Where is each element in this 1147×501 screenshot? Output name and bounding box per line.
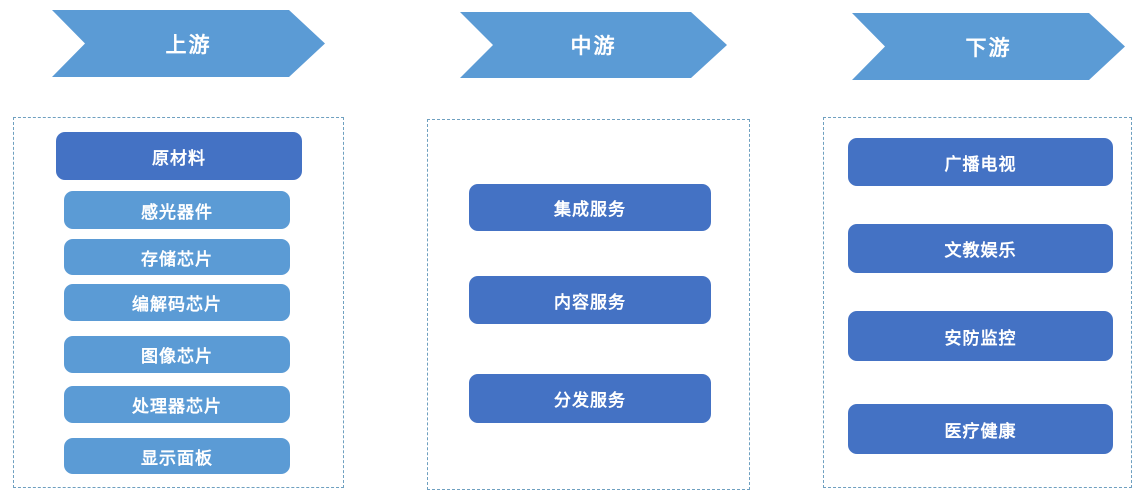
stage-arrow-upstream: 上游 [52,10,325,77]
upstream-group-box: 原材料 感光器件 存储芯片 编解码芯片 图像芯片 处理器芯片 显示面板 [13,117,344,488]
stage-arrow-upstream-label: 上游 [165,33,212,57]
chain-node-medical-health: 医疗健康 [848,404,1113,454]
stage-arrow-midstream: 中游 [460,12,727,78]
chain-node-codec-chip: 编解码芯片 [64,284,290,321]
chain-node-processor-chip: 处理器芯片 [64,386,290,423]
stage-arrow-downstream-label: 下游 [965,36,1012,60]
chain-node-display-panel: 显示面板 [64,438,290,474]
midstream-group-box: 集成服务 内容服务 分发服务 [427,119,750,490]
chain-node-image-chip: 图像芯片 [64,336,290,373]
chain-node-distribution-service: 分发服务 [469,374,711,423]
stage-arrow-midstream-label: 中游 [570,35,617,58]
chain-node-broadcast-tv: 广播电视 [848,138,1113,186]
chain-node-security-monitoring: 安防监控 [848,311,1113,361]
downstream-group-box: 广播电视 文教娱乐 安防监控 医疗健康 [823,117,1132,488]
chain-node-photosensitive: 感光器件 [64,191,290,229]
chain-node-storage-chip: 存储芯片 [64,239,290,275]
chain-node-edu-entertainment: 文教娱乐 [848,224,1113,273]
stage-arrow-downstream: 下游 [852,13,1125,80]
chain-node-raw-materials: 原材料 [56,132,302,180]
chain-node-content-service: 内容服务 [469,276,711,324]
chain-node-integration-service: 集成服务 [469,184,711,231]
